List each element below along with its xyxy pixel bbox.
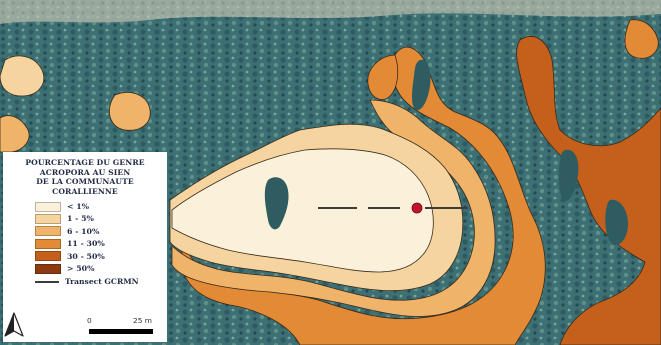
map-legend: POURCENTAGE DU GENRE ACROPORA AU SIEN DE… <box>3 152 167 342</box>
legend-label: 30 - 50% <box>67 251 105 261</box>
band-lt-1 <box>171 148 434 273</box>
legend-item: 6 - 10% <box>9 225 161 237</box>
band-30-50 <box>516 35 661 345</box>
legend-label: > 50% <box>67 264 95 274</box>
scale-end-label: 25 m <box>133 316 152 325</box>
legend-label: 11 - 30% <box>67 239 105 249</box>
legend-swatch <box>35 251 61 262</box>
legend-label: < 1% <box>67 202 90 212</box>
shallow-zone <box>0 0 661 24</box>
transect-marker-icon <box>411 202 423 214</box>
legend-label: 6 - 10% <box>67 226 100 236</box>
legend-item: > 50% <box>9 262 161 274</box>
legend-label: 1 - 5% <box>67 214 94 224</box>
legend-title-line: CORALLIENNE <box>52 186 118 196</box>
band-left-1 <box>0 115 30 153</box>
reef-fragment <box>605 199 628 245</box>
band-top-1 <box>367 54 399 100</box>
legend-title-line: DE LA COMMUNAUTE <box>36 177 134 187</box>
legend-footer: 0 25 m <box>3 312 167 342</box>
legend-title-line: ACROPORA AU SIEN <box>39 167 131 177</box>
legend-title-line: POURCENTAGE DU GENRE <box>25 158 145 167</box>
band-left-2 <box>0 55 45 97</box>
legend-swatch <box>35 238 61 249</box>
legend-transect-label: Transect GCRMN <box>65 277 139 287</box>
legend-swatch <box>35 263 61 274</box>
reef-fragment <box>264 177 289 230</box>
legend-swatch <box>35 201 61 212</box>
legend-item: < 1% <box>9 200 161 212</box>
band-left-3 <box>108 92 151 131</box>
scale-start-label: 0 <box>87 316 92 325</box>
transect-line-icon <box>35 280 59 283</box>
legend-title: POURCENTAGE DU GENRE ACROPORA AU SIEN DE… <box>9 158 161 196</box>
band-6-10 <box>171 99 496 317</box>
reef-fragment <box>558 149 579 201</box>
band-top-2 <box>624 19 659 59</box>
legend-swatch <box>35 226 61 237</box>
reef-fragment <box>412 59 431 111</box>
legend-transect-item: Transect GCRMN <box>9 276 161 288</box>
legend-swatch <box>35 213 61 224</box>
legend-item: 30 - 50% <box>9 250 161 262</box>
scale-bar <box>89 329 153 334</box>
legend-item: 1 - 5% <box>9 213 161 225</box>
north-arrow-icon <box>4 312 24 337</box>
legend-item: 11 - 30% <box>9 238 161 250</box>
